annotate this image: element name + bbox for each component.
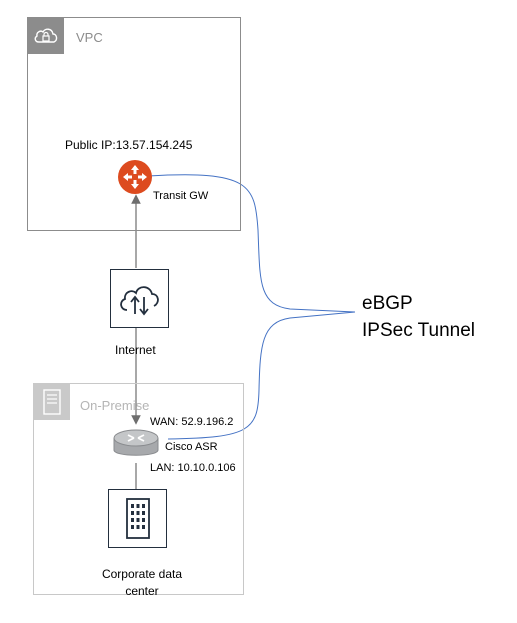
server-icon bbox=[33, 383, 70, 420]
cloud-upload-download-icon bbox=[120, 286, 159, 316]
tunnel-lower-curve bbox=[167, 311, 356, 440]
internet-label: Internet bbox=[115, 343, 156, 357]
building-icon bbox=[126, 498, 150, 539]
vpc-group: VPC bbox=[27, 17, 241, 231]
internet-node bbox=[110, 269, 169, 328]
tunnel-label: eBGP IPSec Tunnel bbox=[362, 290, 475, 344]
lan-ip-label: LAN: 10.10.0.106 bbox=[150, 462, 236, 474]
router-icon bbox=[118, 160, 152, 194]
wan-ip-label: WAN: 52.9.196.2 bbox=[150, 416, 234, 428]
tunnel-label-line2: IPSec Tunnel bbox=[362, 320, 476, 341]
cisco-asr-label: Cisco ASR bbox=[165, 441, 218, 453]
tunnel-upper-curve bbox=[147, 174, 356, 313]
public-ip-label: Public IP:13.57.154.245 bbox=[65, 138, 193, 152]
cloud-lock-icon bbox=[27, 17, 64, 54]
datacenter-node bbox=[108, 489, 167, 548]
vpc-label: VPC bbox=[76, 30, 103, 45]
onprem-group: On-Premise bbox=[33, 383, 244, 595]
cisco-router-icon bbox=[113, 429, 159, 456]
onprem-label: On-Premise bbox=[80, 398, 150, 413]
datacenter-label: Corporate data center bbox=[101, 567, 183, 598]
transit-gw-label: Transit GW bbox=[153, 190, 209, 202]
tunnel-label-line1: eBGP bbox=[362, 293, 413, 314]
